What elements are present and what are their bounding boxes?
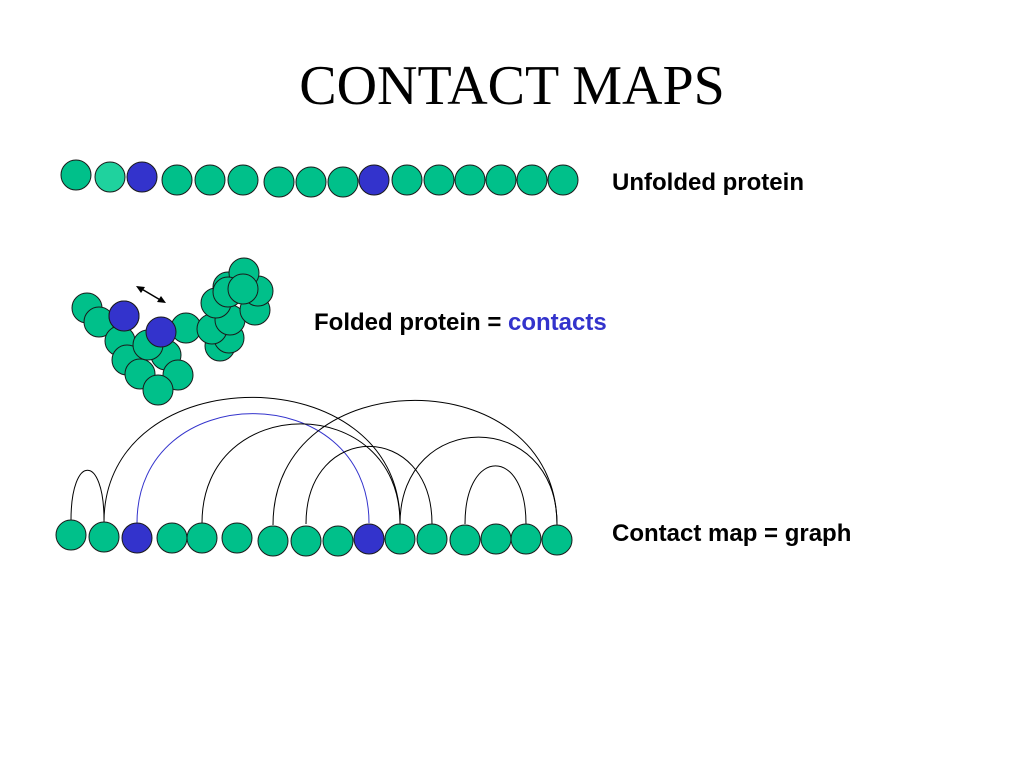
- slide-title: CONTACT MAPS: [299, 55, 725, 117]
- folded-protein-label: Folded protein = contacts: [314, 311, 607, 335]
- residue: [186, 522, 218, 554]
- unfolded-protein-label: Unfolded protein: [612, 169, 804, 196]
- contact-arc: [201, 423, 401, 524]
- folded-protein-cluster: [71, 257, 274, 406]
- contact-arc: [305, 446, 433, 525]
- residue: [416, 523, 448, 555]
- contact-arc: [464, 465, 527, 525]
- highlighted-contact-arc: [136, 413, 370, 524]
- residue: [449, 524, 481, 556]
- residue: [485, 164, 517, 196]
- residue: [423, 164, 455, 196]
- contact-residue: [121, 522, 153, 554]
- residue: [295, 166, 327, 198]
- residue: [60, 159, 92, 191]
- residue: [327, 166, 359, 198]
- residue: [263, 166, 295, 198]
- residue: [156, 522, 188, 554]
- contacts-highlight: contacts: [508, 309, 607, 336]
- residue: [516, 164, 548, 196]
- residue: [227, 273, 259, 305]
- contact-arrow: [136, 286, 166, 303]
- residue: [88, 521, 120, 553]
- contact-residue: [108, 300, 140, 332]
- residue: [322, 525, 354, 557]
- residue: [384, 523, 416, 555]
- residue: [391, 164, 423, 196]
- contact-arc: [272, 400, 558, 526]
- residue: [161, 164, 193, 196]
- residue: [290, 525, 322, 557]
- contact-arcs: [70, 396, 558, 526]
- residue: [547, 164, 579, 196]
- residue: [55, 519, 87, 551]
- contact-arc: [70, 470, 105, 521]
- unfolded-protein-chain: [60, 159, 579, 198]
- residue: [227, 164, 259, 196]
- contact-residue: [145, 316, 177, 348]
- folded-protein-prefix: Folded protein =: [314, 309, 509, 336]
- contact-map-label: Contact map = graph: [612, 520, 852, 547]
- residue: [257, 525, 289, 557]
- residue: [541, 524, 573, 556]
- residue: [94, 161, 126, 193]
- residue: [480, 523, 512, 555]
- contact-residue: [126, 161, 158, 193]
- residue: [510, 523, 542, 555]
- contact-residue: [358, 164, 390, 196]
- residue: [142, 374, 174, 406]
- contact-residue: [353, 523, 385, 555]
- residue: [194, 164, 226, 196]
- contact-map-chain: [55, 519, 573, 557]
- residue: [454, 164, 486, 196]
- contact-arc: [103, 396, 401, 523]
- contact-arc: [399, 436, 558, 525]
- residue: [221, 522, 253, 554]
